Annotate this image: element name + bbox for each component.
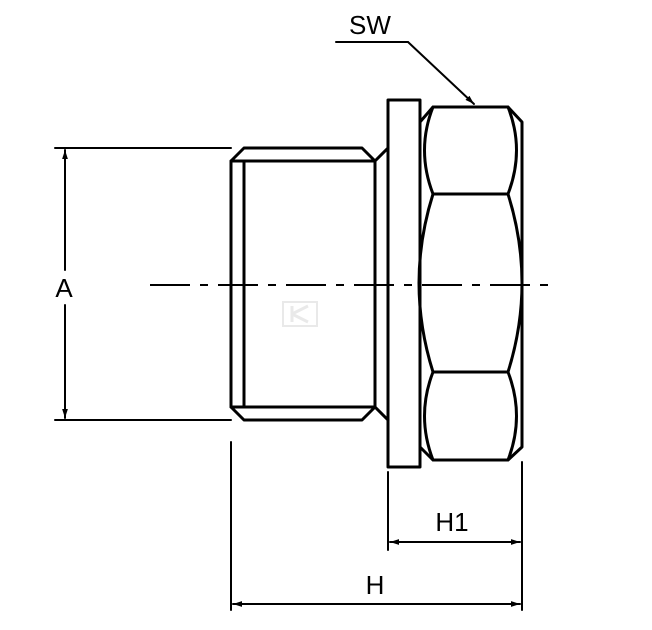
watermark-logo: [282, 301, 318, 327]
dimension-a-label: A: [55, 273, 73, 303]
dimension-h: H: [230, 441, 521, 611]
dimension-h1: H1: [387, 461, 523, 611]
hex-head: [417, 105, 524, 462]
dimension-sw-label: SW: [349, 10, 391, 40]
dimension-h1-label: H1: [435, 507, 468, 537]
sealing-washer: [386, 98, 422, 469]
dimension-h-label: H: [366, 570, 385, 600]
threaded-shank: [229, 146, 390, 422]
dimension-a: A: [54, 147, 232, 421]
dimension-sw: SW: [335, 10, 475, 105]
